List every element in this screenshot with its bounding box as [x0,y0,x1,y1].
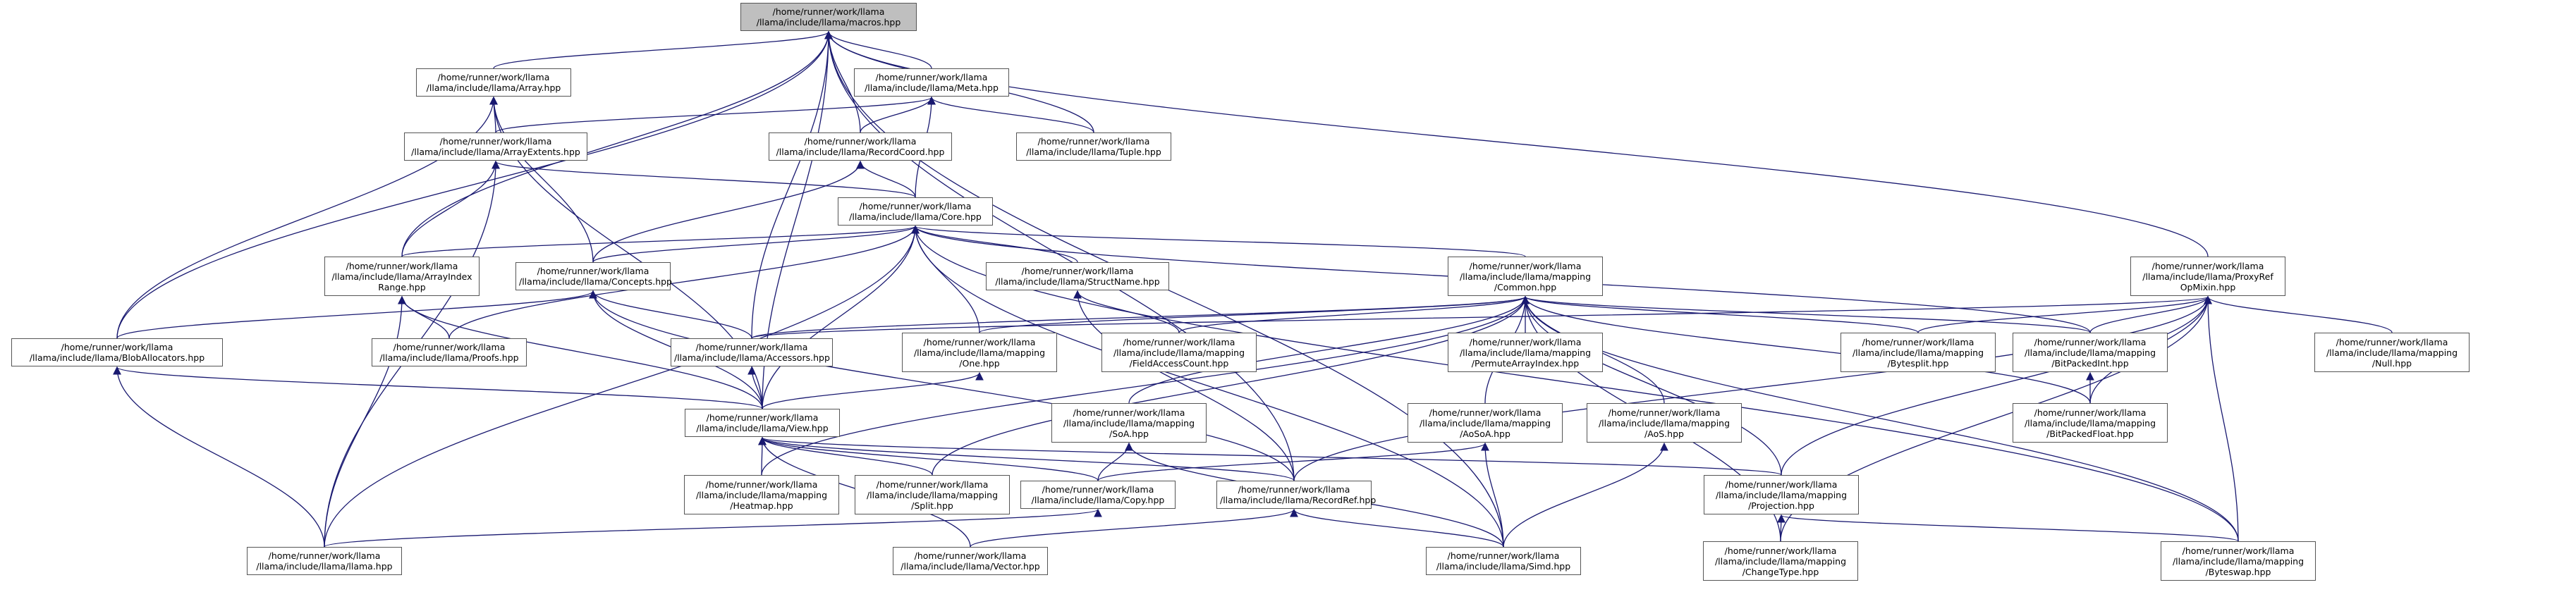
edge-view-to-bloballocators [113,366,763,409]
edge-view-to-one [762,371,984,409]
edge-copy-to-soa [1097,442,1133,481]
edge-split-to-common [932,295,1530,476]
node-mapping-projection-hpp[interactable]: /home/runner/work/llama/llama/include/ll… [1704,475,1859,514]
node-accessors-hpp[interactable]: /home/runner/work/llama/llama/include/ll… [671,338,833,366]
node-mapping-fieldaccesscount-hpp[interactable]: /home/runner/work/llama/llama/include/ll… [1101,333,1257,372]
node-mapping-heatmap-hpp[interactable]: /home/runner/work/llama/llama/include/ll… [684,475,839,514]
edge-view-to-accessors [747,366,763,409]
edge-null-to-proxyref [2204,295,2393,333]
edge-tuple-to-meta [927,96,1094,133]
edge-arrayindexrange-to-macros [401,30,833,257]
edge-copy-to-view [758,436,1099,481]
edge-bitpackedint-to-common [1521,295,2091,333]
edge-core-to-recordcoord [856,160,916,198]
node-proofs-hpp[interactable]: /home/runner/work/llama/llama/include/ll… [372,338,527,366]
edge-projection-to-common [1521,295,1782,476]
edge-bitpackedfloat-to-common [1521,295,2091,404]
edge-view-to-arrayindexrange [398,295,763,409]
node-mapping-split-hpp[interactable]: /home/runner/work/llama/llama/include/ll… [855,475,1010,514]
edge-accessors-to-concepts [589,290,752,339]
edge-recordref-to-proxyref [1293,295,2212,481]
edge-byteswap-to-projection [1777,514,2239,542]
edge-bytesplit-to-proxyref [1917,295,2212,333]
node-recordcoord-hpp[interactable]: /home/runner/work/llama/llama/include/ll… [769,132,952,161]
node-array-hpp[interactable]: /home/runner/work/llama/llama/include/ll… [416,68,571,97]
node-mapping-byteswap-hpp[interactable]: /home/runner/work/llama/llama/include/ll… [2161,541,2316,581]
edge-copy-to-aosoa [1097,442,1489,481]
node-macros-hpp: /home/runner/work/llama/llama/include/ll… [740,3,917,31]
edge-llama-to-bloballocators [113,366,325,548]
node-recordref-hpp[interactable]: /home/runner/work/llama/llama/include/ll… [1216,481,1376,509]
edge-bloballocators-to-concepts [116,290,597,339]
node-mapping-one-hpp[interactable]: /home/runner/work/llama/llama/include/ll… [902,333,1057,372]
edge-arrayextents-to-meta [495,96,936,133]
node-mapping-aosoa-hpp[interactable]: /home/runner/work/llama/llama/include/ll… [1408,403,1563,443]
edge-concepts-to-recordcoord [592,160,865,263]
node-vector-hpp[interactable]: /home/runner/work/llama/llama/include/ll… [893,547,1048,575]
node-arrayindexrange-hpp[interactable]: /home/runner/work/llama/llama/include/ll… [324,257,480,296]
edge-structname-to-core [911,225,1078,263]
node-mapping-soa-hpp[interactable]: /home/runner/work/llama/llama/include/ll… [1051,403,1207,443]
edge-simd-to-aos [1503,442,1668,548]
edge-common-to-core [911,225,1526,257]
edge-vector-to-recordref [970,508,1298,548]
edge-accessors-to-common [751,295,1530,339]
edge-fieldaccesscount-to-common [1178,295,1530,333]
node-core-hpp[interactable]: /home/runner/work/llama/llama/include/ll… [838,197,993,226]
edge-bytesplit-to-common [1521,295,1919,333]
node-proxyrefopmixin-hpp[interactable]: /home/runner/work/llama/llama/include/ll… [2130,257,2285,296]
edge-byteswap-to-proxyref [2204,295,2239,542]
node-copy-hpp[interactable]: /home/runner/work/llama/llama/include/ll… [1020,481,1176,509]
edge-projection-to-view [758,436,1782,476]
edge-view-to-core [762,225,920,409]
edge-recordref-to-view [758,436,1295,481]
node-tuple-hpp[interactable]: /home/runner/work/llama/llama/include/ll… [1016,132,1171,161]
node-simd-hpp[interactable]: /home/runner/work/llama/llama/include/ll… [1426,547,1581,575]
edge-proofs-to-core [448,225,920,339]
node-llama-hpp[interactable]: /home/runner/work/llama/llama/include/ll… [247,547,402,575]
node-mapping-bitpackedfloat-hpp[interactable]: /home/runner/work/llama/llama/include/ll… [2013,403,2168,443]
edge-arrayindexrange-to-core [401,225,920,257]
edge-recordref-to-macros [824,30,1295,481]
edge-array-to-macros [493,30,833,69]
edge-one-to-core [911,225,980,333]
edge-llama-to-core [324,225,920,548]
node-view-hpp[interactable]: /home/runner/work/llama/llama/include/ll… [685,409,840,437]
edge-accessors-to-macros [751,30,833,339]
node-mapping-bytesplit-hpp[interactable]: /home/runner/work/llama/llama/include/ll… [1841,333,1996,372]
node-structname-hpp[interactable]: /home/runner/work/llama/llama/include/ll… [986,262,1169,290]
edge-soa-to-common [1128,295,1530,404]
edge-simd-to-aosoa [1481,442,1504,548]
edge-bitpackedint-to-proxyref [2089,295,2212,333]
node-arrayextents-hpp[interactable]: /home/runner/work/llama/llama/include/ll… [404,132,587,161]
node-bloballocators-hpp[interactable]: /home/runner/work/llama/llama/include/ll… [11,338,223,366]
edge-llama-to-copy [324,508,1102,548]
node-mapping-aos-hpp[interactable]: /home/runner/work/llama/llama/include/ll… [1587,403,1742,443]
node-meta-hpp[interactable]: /home/runner/work/llama/llama/include/ll… [854,68,1009,97]
edge-accessors-to-proxyref [751,295,2211,339]
edge-split-to-view [758,436,933,476]
edge-bloballocators-to-macros [116,30,833,339]
edge-simd-to-core [911,225,1504,548]
edge-heatmap-to-common [761,295,1530,476]
edge-recordref-to-structname [1073,290,1295,481]
edge-recordref-to-concepts [589,290,1295,481]
node-mapping-bitpackedint-hpp[interactable]: /home/runner/work/llama/llama/include/ll… [2013,333,2168,372]
node-mapping-permutearrayindex-hpp[interactable]: /home/runner/work/llama/llama/include/ll… [1448,333,1603,372]
node-concepts-hpp[interactable]: /home/runner/work/llama/llama/include/ll… [515,262,672,290]
edge-simd-to-recordref [1290,508,1504,548]
edge-recordcoord-to-meta [860,96,936,133]
node-mapping-common-hpp[interactable]: /home/runner/work/llama/llama/include/ll… [1448,257,1603,296]
edge-concepts-to-core [592,225,920,263]
edge-projection-to-proxyref [1781,295,2212,476]
edge-fieldaccesscount-to-structname [1073,290,1180,333]
node-mapping-changetype-hpp[interactable]: /home/runner/work/llama/llama/include/ll… [1703,541,1858,581]
edge-llama-to-arrayindexrange [324,295,406,548]
edge-one-to-common [979,295,1530,333]
edge-concepts-to-array [489,96,594,263]
edge-meta-to-macros [824,30,932,69]
node-mapping-null-hpp[interactable]: /home/runner/work/llama/llama/include/ll… [2314,333,2470,372]
edge-core-to-arrayextents [492,160,916,198]
edge-arrayindexrange-to-arrayextents [401,160,500,257]
